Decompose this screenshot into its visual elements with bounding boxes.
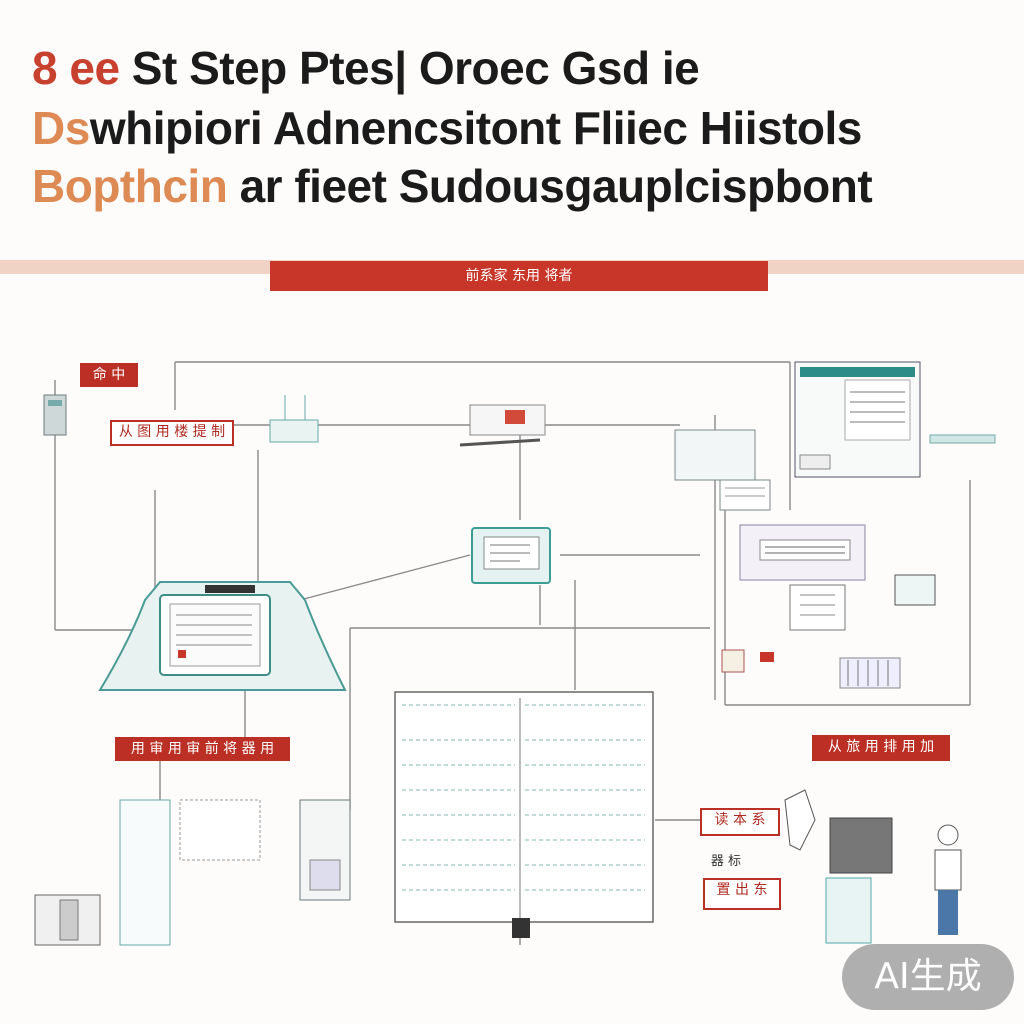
lab-equipment-icon bbox=[269, 395, 319, 443]
workstation-icon bbox=[825, 817, 893, 944]
label-middle-left: 用 审 用 审 前 将 器 用 bbox=[115, 737, 290, 761]
section-banner: 前系家 东用 将者 bbox=[270, 261, 768, 291]
printer-icon bbox=[34, 894, 101, 946]
label-small-plain: 器 标 bbox=[710, 854, 742, 869]
title-line-1-accent: 8 ee bbox=[32, 42, 120, 94]
title-line-1-text: St Step Ptes| Oroec Gsd ie bbox=[119, 42, 700, 94]
cabinet-icon bbox=[119, 799, 171, 946]
terminal-icon bbox=[471, 527, 551, 584]
network-hub-icon bbox=[459, 404, 546, 447]
label-upper-left: 从 图 用 楼 提 制 bbox=[110, 420, 234, 446]
data-table-panel bbox=[394, 691, 654, 923]
title-line-2-text: whipiori Adnencsitont Fliiec Hiistols bbox=[89, 102, 863, 154]
cable-bar-icon bbox=[929, 434, 996, 444]
label-top-left: 命 中 bbox=[80, 363, 138, 387]
title-line-2: Dswhipiori Adnencsitont Fliiec Hiistols bbox=[32, 102, 862, 154]
dashboard-screen-icon bbox=[794, 361, 921, 478]
title-line-3-text: ar fieet Sudousgauplcispbont bbox=[227, 160, 873, 212]
monitor-icon bbox=[674, 429, 771, 511]
title-line-3: Bopthcin ar fieet Sudousgauplcispbont bbox=[32, 160, 873, 212]
device-rack-icon bbox=[43, 394, 67, 436]
ai-generated-watermark: AI生成 bbox=[842, 944, 1014, 1010]
document-panel-icon bbox=[789, 574, 936, 631]
robot-arm-icon bbox=[784, 789, 816, 851]
label-right-middle: 从 旅 用 排 用 加 bbox=[812, 735, 950, 761]
title-line-2-accent: Ds bbox=[32, 102, 90, 154]
sensor-array-icon bbox=[721, 649, 901, 689]
control-console-icon bbox=[98, 581, 347, 691]
connector-line bbox=[299, 554, 471, 601]
title-line-1: 8 ee St Step Ptes| Oroec Gsd ie bbox=[32, 42, 700, 94]
connector-block-icon bbox=[512, 918, 530, 938]
operator-figure-icon bbox=[934, 824, 962, 935]
tower-unit-icon bbox=[299, 799, 351, 901]
label-bottom-right-small: 置 出 东 bbox=[703, 878, 781, 910]
title-line-3-accent: Bopthcin bbox=[32, 160, 228, 212]
server-panel-icon bbox=[739, 524, 866, 581]
file-grid-icon bbox=[179, 799, 261, 861]
label-bottom-right: 读 本 系 bbox=[700, 808, 780, 836]
